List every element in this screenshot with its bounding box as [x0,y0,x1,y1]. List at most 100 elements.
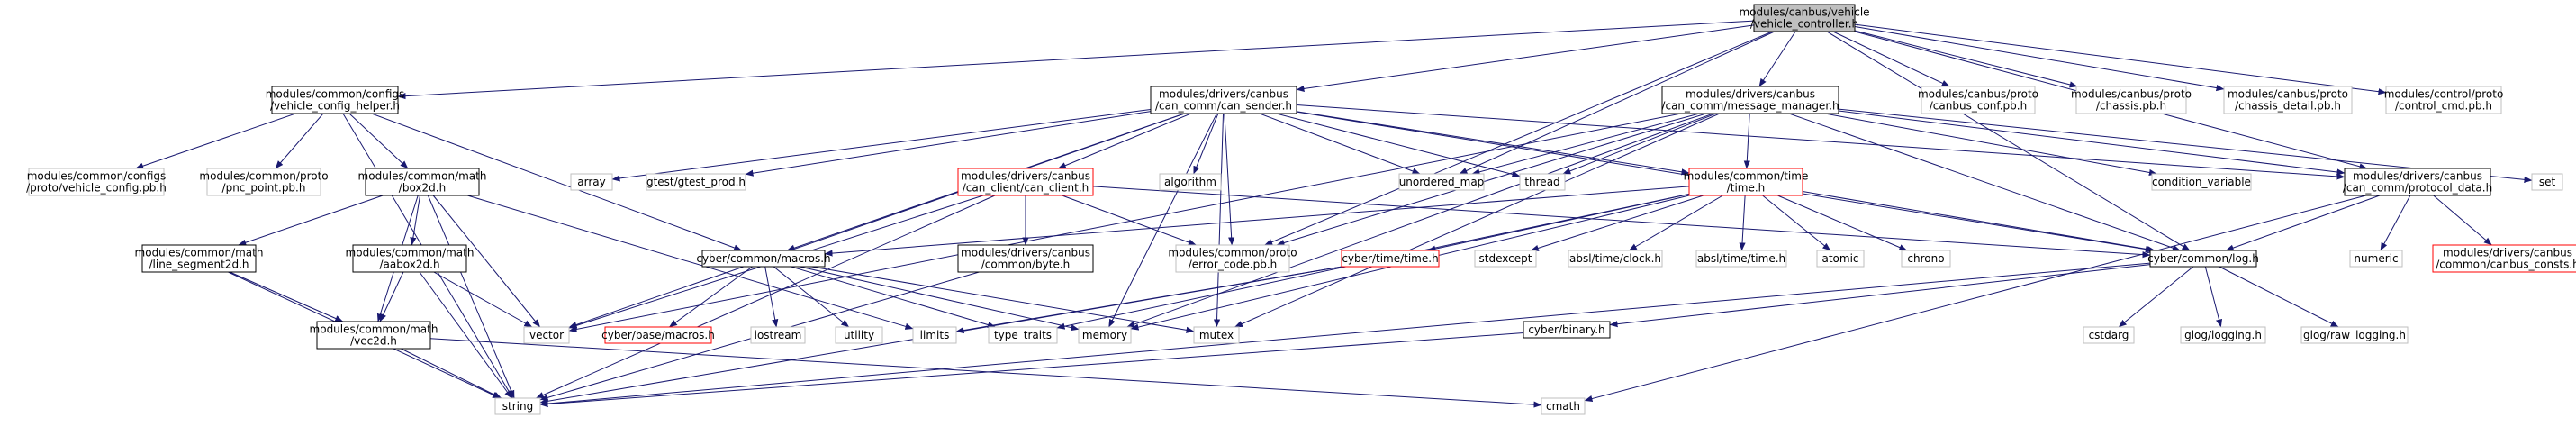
node-label: numeric [2354,252,2398,265]
node-label: /aabox2d.h [379,259,439,271]
edges-layer [135,20,2533,408]
edge-message-manager-h-to-condition-variable [1824,113,2157,177]
node-cyber-binary-h[interactable]: cyber/binary.h [1523,321,1611,339]
node-label: /error_code.pb.h [1189,259,1278,271]
node-box [1816,250,1865,268]
node-log-h[interactable]: cyber/common/log.h [2147,250,2259,268]
edge-box2d-h-to-limits [467,195,914,330]
edge-message-manager-h-to-memory [1126,113,1713,328]
edge-box2d-h-to-aabox2d-h [410,195,421,246]
node-label: gtest/gtest_prod.h [646,176,746,188]
node-label: modules/control/proto [2384,88,2504,101]
node-box [750,326,806,344]
node-box2d-h[interactable]: modules/common/math/box2d.h [358,168,487,196]
node-stdexcept: stdexcept [1474,250,1537,268]
node-box [1175,244,1290,273]
edge-log-h-to-cyber-binary-h [1609,264,2151,328]
node-limits: limits [912,326,957,344]
node-box [1519,173,1566,191]
node-gtest-prod-h: gtest/gtest_prod.h [646,173,746,191]
edge-message-manager-h-to-protocol-data-h [1838,110,2346,176]
node-chassis-detail-pb-h: modules/canbus/proto/chassis_detail.pb.h [2223,86,2353,114]
node-vehicle-config-helper-h[interactable]: modules/common/configs/vehicle_config_he… [266,86,405,114]
node-canbus-conf-pb-h: modules/canbus/proto/canbus_conf.pb.h [1918,86,2038,114]
node-box [1568,250,1663,268]
node-label: modules/drivers/canbus [961,170,1090,183]
node-label: modules/drivers/canbus [2353,170,2482,183]
node-label: utility [844,329,874,341]
node-cyber-base-macros-h[interactable]: cyber/base/macros.h [601,326,715,344]
node-box [1150,86,1297,114]
node-protocol-data-h[interactable]: modules/drivers/canbus/can_comm/protocol… [2343,168,2492,196]
node-can-client-h[interactable]: modules/drivers/canbus/can_client/can_cl… [957,168,1094,196]
node-can-sender-h[interactable]: modules/drivers/canbus/can_comm/can_send… [1150,86,1297,114]
edge-time-h-to-absl-time-h [1739,195,1746,251]
node-label: string [502,400,533,413]
node-box [1753,4,1856,32]
edge-log-h-to-glog-raw-logging-h [2219,266,2339,328]
edge-can-sender-h-to-vector [568,113,1185,328]
node-vehicle-controller-h[interactable]: modules/canbus/vehicle/vehicle_controlle… [1739,4,1870,32]
node-control-cmd-pb-h: modules/control/proto/control_cmd.pb.h [2384,86,2504,114]
node-glog-raw-logging-h: glog/raw_logging.h [2300,326,2409,344]
node-label: cyber/common/macros.h [696,252,830,265]
node-box [1695,250,1787,268]
node-label: memory [1082,329,1127,341]
node-label: modules/common/proto [1168,247,1297,259]
node-box [523,326,570,344]
node-label: /proto/vehicle_config.pb.h [26,182,167,195]
node-vec2d-h[interactable]: modules/common/math/vec2d.h [310,321,438,350]
node-box [1078,326,1132,344]
node-label: modules/common/proto [199,170,328,183]
node-box [271,86,399,114]
edge-time-h-to-macros-h [824,186,1690,257]
node-message-manager-h[interactable]: modules/drivers/canbus/can_comm/message_… [1661,86,1839,114]
edge-macros-h-to-mutex [811,266,1195,333]
edge-protocol-data-h-to-log-h [2225,195,2381,251]
edge-vehicle-controller-h-to-unordered-map [1459,31,1775,175]
edge-vehicle-config-helper-h-to-box2d-h [348,113,409,169]
node-box [352,244,467,273]
node-box [365,168,480,196]
node-label: cyber/time/time.h [1342,252,1438,265]
node-string: string [494,397,541,415]
edge-macros-h-to-utility [773,266,850,328]
node-box [1398,173,1485,191]
edge-log-h-to-cstdarg [2118,266,2194,328]
node-cstdarg: cstdarg [2083,326,2135,344]
edge-protocol-data-h-to-cmath [1584,195,2366,403]
edge-can-sender-h-to-mutex [1213,113,1225,328]
node-box [570,173,613,191]
edge-message-manager-h-to-error-code-pb-h [1276,113,1707,246]
node-label: /chassis_detail.pb.h [2235,100,2341,113]
edge-box2d-h-to-line-segment2d-h [238,195,384,246]
node-pnc-point-pb-h: modules/common/proto/pnc_point.pb.h [199,168,329,196]
node-label: modules/common/time [1684,170,1809,183]
node-unordered-map: unordered_map [1398,173,1485,191]
node-byte-h[interactable]: modules/drivers/canbus/common/byte.h [957,244,1094,273]
node-aabox2d-h[interactable]: modules/common/math/aabox2d.h [346,244,475,273]
node-box [1523,321,1611,339]
node-box [646,173,746,191]
node-label: set [2539,176,2556,188]
node-time-h[interactable]: modules/common/time/time.h [1684,168,1809,196]
node-box [1901,250,1951,268]
node-macros-h[interactable]: cyber/common/macros.h [696,250,831,268]
node-cyber-time-h[interactable]: cyber/time/time.h [1341,250,1440,268]
node-line-segment2d-h[interactable]: modules/common/math/line_segment2d.h [135,244,264,273]
node-canbus-consts-h[interactable]: modules/drivers/canbus/common/canbus_con… [2432,244,2576,273]
node-memory: memory [1078,326,1132,344]
node-label: modules/canbus/vehicle [1739,6,1869,19]
node-label: /chassis.pb.h [2096,100,2166,113]
edge-can-sender-h-to-algorithm [1193,113,1219,175]
edge-vehicle-controller-h-to-canbus-conf-pb-h [1832,31,1950,87]
node-label: /can_comm/protocol_data.h [2343,182,2492,195]
edge-can-client-h-to-error-code-pb-h [1062,195,1197,246]
node-label: modules/common/math [358,170,487,183]
node-box [1474,250,1537,268]
node-utility: utility [835,326,883,344]
node-cmath: cmath [1541,397,1586,415]
node-iostream: iostream [750,326,806,344]
node-label: modules/canbus/proto [2228,88,2348,101]
node-label: modules/drivers/canbus [1159,88,1288,101]
